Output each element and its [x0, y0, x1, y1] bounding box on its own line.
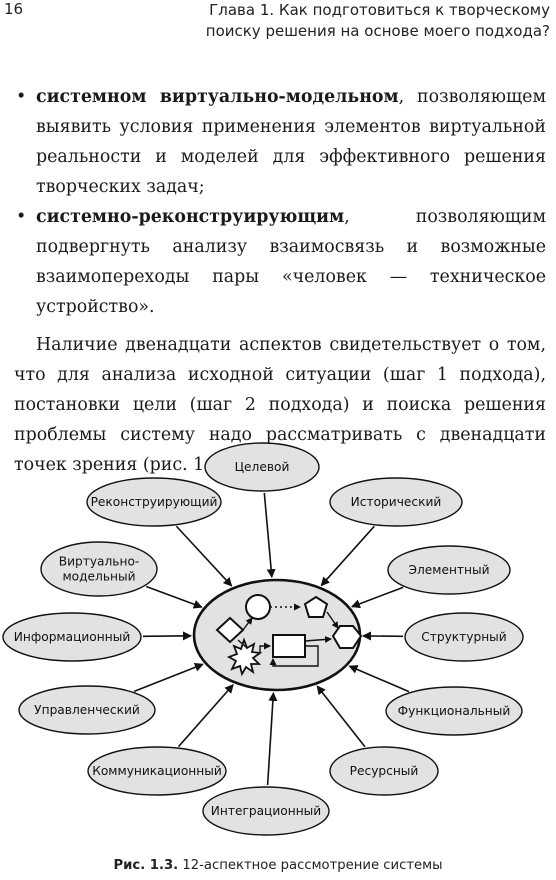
aspect-label: Структурный [421, 630, 506, 644]
aspect-label: Управленческий [34, 703, 140, 717]
bullet-item-1: • системном виртуально-модельном, позволя… [14, 82, 546, 202]
aspect-ellipse [204, 442, 320, 492]
aspect-label: Интеграционный [211, 804, 321, 818]
aspect-ellipse [202, 786, 330, 836]
aspect-ellipse [2, 612, 142, 662]
aspect-label: Элементный [408, 563, 489, 577]
aspect-ellipse [329, 477, 463, 527]
diagram-svg: ЦелевойИсторическийЭлементныйСтруктурный… [2, 442, 524, 836]
internal-link [259, 642, 271, 652]
bullet-item-2: • системно-реконструирующим, позволяющим … [14, 202, 546, 322]
page-number: 16 [4, 0, 24, 18]
bullet-term: системно-реконструирующим [36, 207, 345, 227]
running-header-line-2: поиску решения на основе моего подхода? [205, 22, 550, 40]
aspect-structural: Структурный [404, 612, 524, 662]
body-text: •системном виртуально-модельном, позволя… [14, 82, 546, 480]
aspect-label: Исторический [351, 495, 442, 509]
aspect-label: Реконструирующий [91, 495, 218, 509]
aspect-integration: Интеграционный [202, 786, 330, 836]
circle-shape [245, 594, 271, 620]
aspect-label: Ресурсный [350, 764, 419, 778]
aspect-ellipse [387, 545, 511, 595]
arrow-historical [320, 525, 375, 587]
aspect-ellipse [404, 612, 524, 662]
central-system [192, 578, 363, 692]
bullet-text: , позволяющем выявить условия применения… [36, 87, 546, 197]
aspect-functional: Функциональный [385, 686, 523, 736]
aspect-label: Виртуально- [59, 555, 140, 569]
aspect-ellipse [385, 686, 523, 736]
body-paragraph: Наличие двенадцати аспектов свидетельств… [14, 335, 546, 475]
bullet-marker: • [16, 87, 27, 107]
aspect-label: Целевой [235, 460, 290, 474]
star-burst-shape [226, 637, 263, 677]
aspect-ellipse [87, 746, 227, 796]
internal-link [237, 639, 248, 649]
aspect-label: модельный [62, 570, 135, 584]
aspect-ellipse [86, 477, 222, 527]
aspect-information: Информационный [2, 612, 142, 662]
aspect-ellipse [40, 541, 158, 597]
internal-link [269, 645, 319, 667]
aspect-ellipses-group: ЦелевойИсторическийЭлементныйСтруктурный… [2, 442, 524, 836]
arrow-management [133, 663, 204, 693]
arrow-target [263, 492, 276, 579]
arrows-group [133, 492, 410, 786]
internal-link [304, 635, 332, 643]
arrow-functional [348, 665, 410, 693]
running-header-line-1: Глава 1. Как подготовиться к творческому [209, 1, 550, 19]
aspect-label: Информационный [14, 630, 131, 644]
figure-caption: Рис. 1.3. 12-аспектное рассмотрение сист… [0, 858, 556, 873]
running-header: Глава 1. Как подготовиться к творческому… [190, 0, 550, 42]
aspect-target: Целевой [204, 442, 320, 492]
rectangle-shape [272, 634, 306, 658]
aspect-virtual-model: Виртуально-модельный [40, 541, 158, 597]
arrow-integration [266, 691, 278, 786]
aspect-historical: Исторический [329, 477, 463, 527]
aspect-reconstruct: Реконструирующий [86, 477, 222, 527]
bullet-marker: • [16, 207, 27, 227]
aspect-communication: Коммуникационный [87, 746, 227, 796]
arrow-resource [316, 685, 366, 748]
internal-link [242, 617, 253, 631]
aspect-ellipse [18, 685, 156, 735]
internal-link [326, 611, 339, 629]
caption-label: Рис. 1.3. [113, 858, 179, 873]
arrow-communication [177, 683, 234, 748]
arrow-reconstruct [175, 525, 233, 587]
aspect-ellipse [329, 746, 439, 796]
pentagon-shape [303, 595, 329, 618]
aspect-label: Коммуникационный [92, 764, 222, 778]
aspect-label: Функциональный [398, 704, 511, 718]
caption-text: 12-аспектное рассмотрение системы [182, 858, 443, 873]
aspect-management: Управленческий [18, 685, 156, 735]
bullet-text: , позволяющим подвергнуть анализу взаимо… [36, 207, 546, 317]
bullet-term: системном виртуально-модельном [36, 87, 399, 107]
hexagon-shape [331, 625, 363, 649]
aspect-resource: Ресурсный [329, 746, 439, 796]
arrow-element [350, 586, 404, 609]
arrow-virtual-model [145, 585, 203, 609]
aspect-element: Элементный [387, 545, 511, 595]
